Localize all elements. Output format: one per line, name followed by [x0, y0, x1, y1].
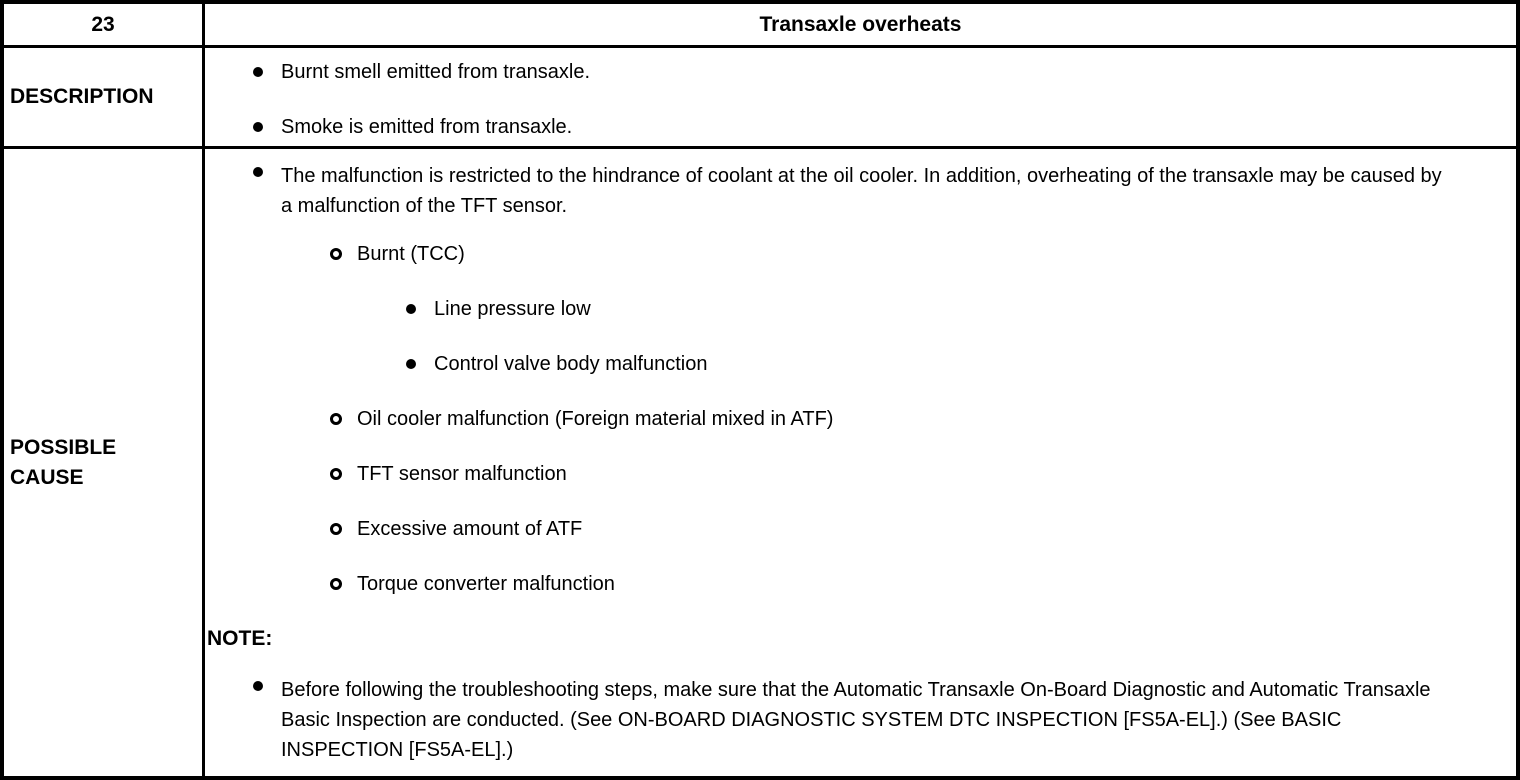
cause-item-text: Excessive amount of ATF	[357, 518, 583, 540]
description-content-cell: Burnt smell emitted from transaxle. Smok…	[205, 48, 1516, 149]
description-label-cell: DESCRIPTION	[4, 48, 205, 149]
bullet-filled-icon	[253, 681, 263, 691]
bullet-hollow-icon	[330, 523, 342, 535]
table-title: Transaxle overheats	[759, 12, 962, 36]
cause-item: Torque converter malfunction	[330, 573, 1516, 595]
item-number: 23	[91, 12, 115, 36]
possible-cause-intro: The malfunction is restricted to the hin…	[253, 161, 1516, 221]
note-item: Before following the troubleshooting ste…	[253, 675, 1516, 765]
cause-item: TFT sensor malfunction	[330, 463, 1516, 485]
description-item-text: Burnt smell emitted from transaxle.	[281, 61, 590, 83]
bullet-filled-icon	[253, 167, 263, 177]
possible-cause-intro-text: The malfunction is restricted to the hin…	[281, 165, 1442, 217]
cause-subitem: Line pressure low	[406, 298, 1516, 320]
description-label: DESCRIPTION	[10, 85, 154, 108]
cause-item: Burnt (TCC)	[330, 243, 1516, 265]
bullet-hollow-icon	[330, 248, 342, 260]
bullet-filled-icon	[253, 122, 263, 132]
cause-item-text: Oil cooler malfunction (Foreign material…	[357, 408, 834, 430]
note-item-text: Before following the troubleshooting ste…	[281, 679, 1431, 761]
bullet-filled-icon	[253, 67, 263, 77]
bullet-filled-icon	[406, 304, 416, 314]
bullet-hollow-icon	[330, 578, 342, 590]
cause-item: Oil cooler malfunction (Foreign material…	[330, 408, 1516, 430]
bullet-filled-icon	[406, 359, 416, 369]
cause-item: Excessive amount of ATF	[330, 518, 1516, 540]
description-item: Smoke is emitted from transaxle.	[253, 116, 1516, 138]
bullet-hollow-icon	[330, 413, 342, 425]
cause-item-text: Burnt (TCC)	[357, 243, 465, 265]
possible-cause-label: POSSIBLE CAUSE	[10, 435, 117, 489]
item-number-cell: 23	[4, 4, 205, 48]
cause-subitem-text: Control valve body malfunction	[434, 353, 708, 375]
bullet-hollow-icon	[330, 468, 342, 480]
description-item: Burnt smell emitted from transaxle.	[253, 61, 1516, 83]
cause-item-text: TFT sensor malfunction	[357, 463, 567, 485]
cause-item-text: Torque converter malfunction	[357, 573, 615, 595]
cause-subitem: Control valve body malfunction	[406, 353, 1516, 375]
cause-subitem-text: Line pressure low	[434, 298, 591, 320]
possible-cause-content-cell: The malfunction is restricted to the hin…	[205, 149, 1516, 776]
table-title-cell: Transaxle overheats	[205, 4, 1516, 48]
possible-cause-label-cell: POSSIBLE CAUSE	[4, 149, 205, 776]
note-label: NOTE:	[207, 627, 273, 650]
description-item-text: Smoke is emitted from transaxle.	[281, 116, 573, 138]
